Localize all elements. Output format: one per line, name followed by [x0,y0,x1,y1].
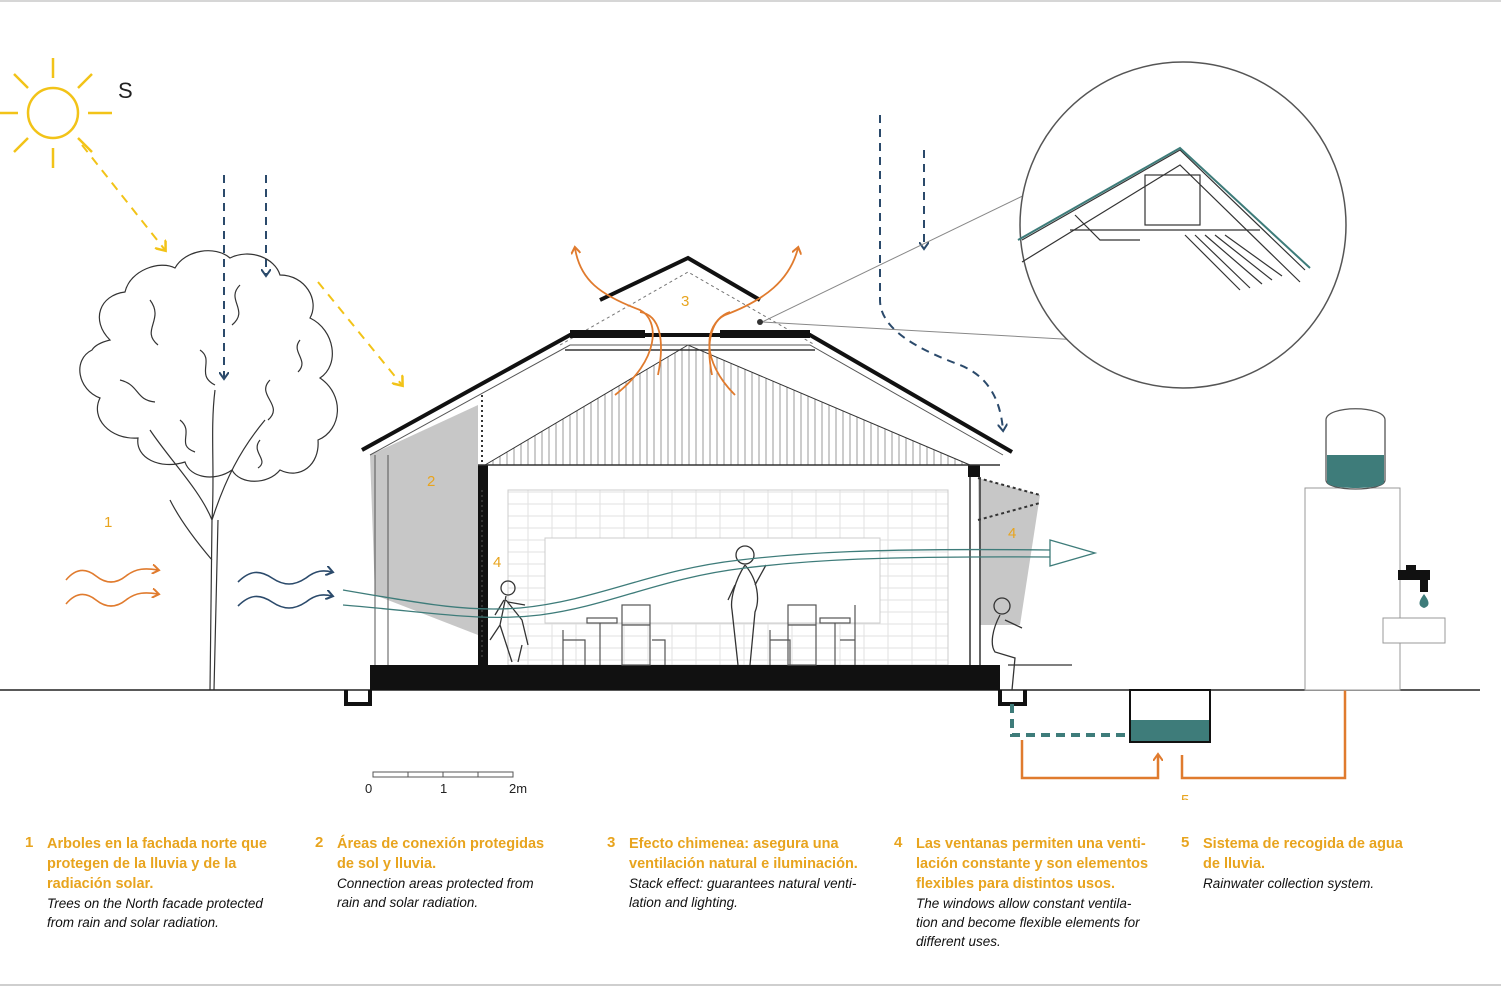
gutter-left [346,690,370,704]
scale-1: 1 [440,781,447,796]
rainwater-system [1012,409,1445,778]
legend-text-en: Stack effect: guarantees natural venti- … [629,874,882,912]
section-diagram: S [0,0,1501,800]
legend-text-en: The windows allow constant ventila- tion… [916,894,1169,951]
legend-number: 1 [25,834,33,851]
faucet-icon [1398,565,1430,608]
legend-text-es: Las ventanas permiten una venti- lación … [916,834,1169,894]
roof-detail-callout [757,62,1346,388]
marker-3: 3 [681,293,689,310]
marker-2: 2 [427,473,435,490]
legend-number: 3 [607,834,615,851]
compass-label: S [118,78,133,103]
solar-rays [82,145,402,385]
legend-text-es: Sistema de recogida de agua de lluvia. [1203,834,1461,874]
legend-item-2: 2 Áreas de conexión protegidas de sol y … [315,834,585,912]
legend-text-en: Trees on the North facade protected from… [47,894,295,932]
gutter-right [1000,690,1025,704]
scale-bar: 0 1 2m [365,772,527,796]
marker-4-left: 4 [493,554,501,571]
marker-1: 1 [104,514,112,531]
marker-4-right: 4 [1008,525,1016,542]
legend-number: 4 [894,834,902,851]
legend-text-en: Connection areas protected from rain and… [337,874,585,912]
legend-item-4: 4 Las ventanas permiten una venti- lació… [894,834,1169,951]
rain-arrows [224,115,1003,430]
sun-icon [0,58,112,168]
legend-text-es: Arboles en la fachada norte que protegen… [47,834,295,894]
legend-text-en: Rainwater collection system. [1203,874,1461,893]
legend-text-es: Áreas de conexión protegidas de sol y ll… [337,834,585,874]
scale-2m: 2m [509,781,527,796]
legend-number: 5 [1181,834,1189,851]
bottom-divider [0,984,1501,986]
legend-item-1: 1 Arboles en la fachada norte que proteg… [25,834,295,932]
scale-0: 0 [365,781,372,796]
legend-item-5: 5 Sistema de recogida de agua de lluvia.… [1181,834,1461,893]
marker-5: 5 [1181,792,1189,800]
tree-illustration [80,251,338,690]
legend-number: 2 [315,834,323,851]
legend-item-3: 3 Efecto chimenea: asegura una ventilaci… [607,834,882,912]
legend-text-es: Efecto chimenea: asegura una ventilación… [629,834,882,874]
wind-arrows [66,569,332,608]
